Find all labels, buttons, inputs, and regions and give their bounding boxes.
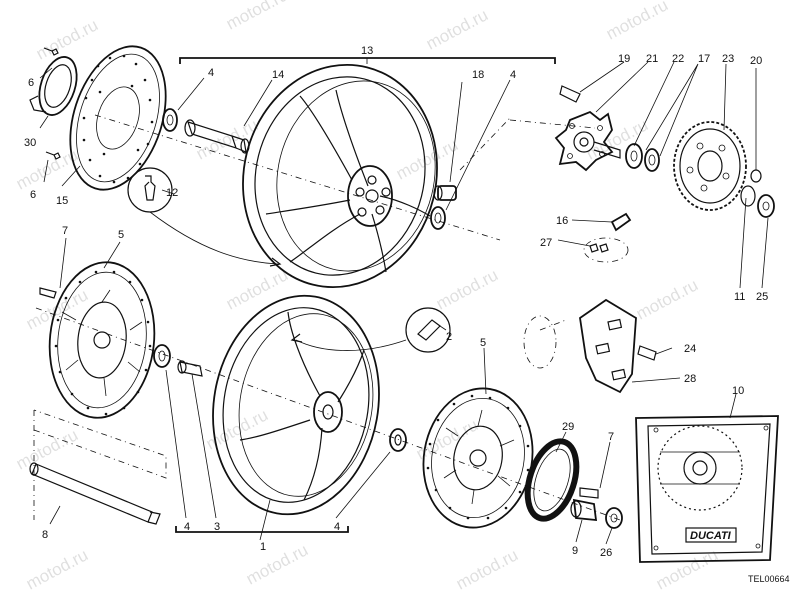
front-disc-screw-right [579,487,599,499]
callout-label: 26 [600,547,612,559]
callout-label: 10 [732,385,744,397]
watermark-text: motod.ru [223,265,291,313]
rear-spacer-left [162,108,178,132]
callout-label: 2 [446,331,452,343]
watermark-text: motod.ru [23,545,91,593]
rear-wheel-rim [242,63,438,289]
callout-label: 29 [562,421,574,433]
callout-label: 14 [272,69,284,81]
callout-label: 30 [24,137,36,149]
rear-wheel-spindle [184,119,250,154]
watermark-text: motod.ru [423,5,491,53]
watermark-text: motod.ru [13,425,81,473]
callout-label: 3 [214,521,220,533]
reference-code: TEL00664 [748,574,790,584]
callout-label: 5 [480,337,486,349]
sprocket-stud [559,85,581,103]
front-spacer-outer [605,507,623,529]
watermark-text: motod.ru [453,545,521,593]
abs-tone-ring [524,438,580,522]
sprocket-carrier [554,110,621,172]
callout-labels: 6 30 6 15 4 14 13 18 4 12 19 21 22 17 23… [24,45,768,559]
callout-label: 12 [166,187,178,199]
watermark-text: motod.ru [433,265,501,313]
front-disc-screw-left [39,287,57,299]
rear-disc-screws [43,47,61,160]
callout-label: 7 [608,431,614,443]
callout-label: 18 [472,69,484,81]
callout-label: 9 [572,545,578,557]
callout-label: 13 [361,45,373,57]
callout-label: 7 [62,225,68,237]
callout-label: 19 [618,53,630,65]
watermark-text: motod.ru [633,275,701,323]
rear-spacer-right [430,206,446,230]
cush-drive-cover [29,56,78,116]
watermark-text: motod.ru [603,0,671,44]
rear-hub-bearing [433,185,457,201]
callout-label: 1 [260,541,266,553]
callout-label: 28 [684,373,696,385]
watermark-layer: motod.ru motod.ru motod.ru motod.ru moto… [13,0,721,594]
front-valve-detail [290,307,451,353]
callout-label: 4 [184,521,190,533]
front-spacer-left [153,344,171,368]
rear-valve-detail [127,167,282,267]
assembly-bracket-13 [179,57,556,64]
callout-label: 17 [698,53,710,65]
front-spacer-sleeve [177,360,203,377]
callout-label: 25 [756,291,768,303]
callout-label: 21 [646,53,658,65]
callout-label: 23 [722,53,734,65]
wheel-cover-panel: DUCATI [635,415,779,563]
carrier-bearings [625,143,660,172]
caliper-bracket-bolt [637,345,657,361]
rear-brake-disc [69,45,167,191]
watermark-text: motod.ru [243,540,311,588]
cover-logo: DUCATI [690,530,732,542]
callout-label: 6 [30,189,36,201]
callout-label: 8 [42,529,48,541]
callout-label: 4 [334,521,340,533]
watermark-text: motod.ru [33,15,101,63]
front-spacer-right [570,498,598,522]
watermark-text: motod.ru [223,0,291,34]
callout-label: 24 [684,343,696,355]
chain-link-detail [583,212,632,263]
front-hub-bearing [389,428,407,452]
callout-label: 27 [540,237,552,249]
callout-label: 22 [672,53,684,65]
front-wheel-rim [212,294,380,516]
rear-sprocket [673,121,747,211]
callout-label: 11 [734,291,745,303]
callout-label: 20 [750,55,762,67]
leader-lines [39,61,769,545]
callout-label: 4 [510,69,516,81]
callout-label: 15 [56,195,68,207]
callout-label: 16 [556,215,568,227]
front-brake-disc-left [48,261,156,419]
callout-label: 6 [28,77,34,89]
sprocket-fasteners [740,169,775,218]
front-wheel-axle [29,462,161,525]
callout-label: 5 [118,229,124,241]
caliper-bracket [523,298,637,394]
callout-label: 4 [208,67,214,79]
